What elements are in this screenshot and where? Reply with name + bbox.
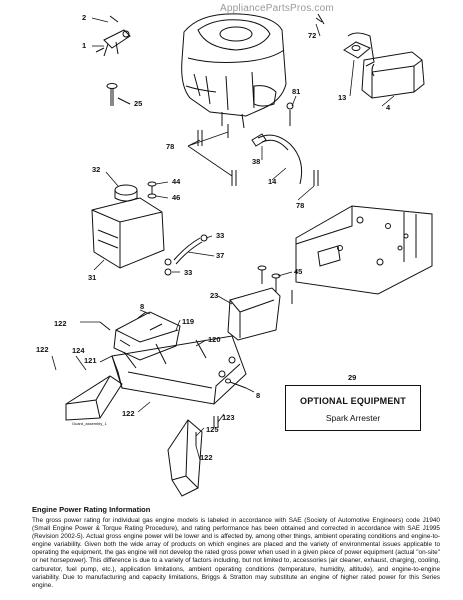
fuel-tank-part: [91, 181, 165, 269]
callout-122: 122: [54, 319, 67, 328]
watermark: AppliancePartsPros.com: [220, 3, 334, 14]
callout-123: 123: [222, 413, 235, 422]
callout-29: 29: [348, 373, 356, 382]
callout-33: 33: [216, 231, 224, 240]
callout-125: 125: [206, 425, 219, 434]
callout-81: 81: [292, 87, 300, 96]
callout-1: 1: [82, 41, 86, 50]
chassis-frame: [295, 205, 433, 295]
deflector-part: [167, 419, 203, 497]
muffler-part: [315, 13, 425, 99]
guard-assembly-part: [99, 311, 247, 405]
callout-14: 14: [268, 177, 277, 186]
callout-13: 13: [338, 93, 346, 102]
bracket-part: [227, 265, 293, 341]
engine-info-title: Engine Power Rating Information: [32, 505, 151, 514]
callout-122: 122: [122, 409, 135, 418]
callout-38: 38: [252, 157, 260, 166]
optional-equipment-title: OPTIONAL EQUIPMENT: [300, 396, 406, 406]
callout-120: 120: [208, 335, 221, 344]
throttle-control-part: [95, 15, 131, 57]
callout-78: 78: [296, 201, 304, 210]
callout-8: 8: [256, 391, 260, 400]
engine-info-body: The gross power rating for individual ga…: [32, 517, 440, 589]
callout-122: 122: [200, 453, 213, 462]
callout-32: 32: [92, 165, 100, 174]
fuel-hose-part: [164, 234, 208, 276]
callout-2: 2: [82, 13, 86, 22]
callout-31: 31: [88, 273, 96, 282]
callout-25: 25: [134, 99, 142, 108]
callout-4: 4: [386, 103, 391, 112]
callout-37: 37: [216, 251, 224, 260]
callout-119: 119: [182, 317, 194, 326]
optional-equipment-box: OPTIONAL EQUIPMENT Spark Arrester: [285, 385, 421, 431]
optional-equipment-item: Spark Arrester: [325, 413, 381, 423]
callout-122: 122: [36, 345, 49, 354]
leader-lines: [51, 17, 395, 461]
callout-45: 45: [294, 267, 302, 276]
guard-stamp: Guard_assembly_1: [72, 421, 107, 426]
chute-part: [65, 375, 123, 421]
callout-33: 33: [184, 268, 192, 277]
callout-72: 72: [308, 31, 316, 40]
callout-78: 78: [166, 142, 174, 151]
callout-121: 121: [84, 356, 97, 365]
callout-8: 8: [140, 302, 144, 311]
callout-46: 46: [172, 193, 180, 202]
callout-124: 124: [72, 346, 85, 355]
callout-44: 44: [172, 177, 181, 186]
callout-23: 23: [210, 291, 218, 300]
fuel-line-part: [251, 133, 319, 186]
engine-part: [181, 13, 287, 129]
engine-bolts: [197, 102, 294, 186]
